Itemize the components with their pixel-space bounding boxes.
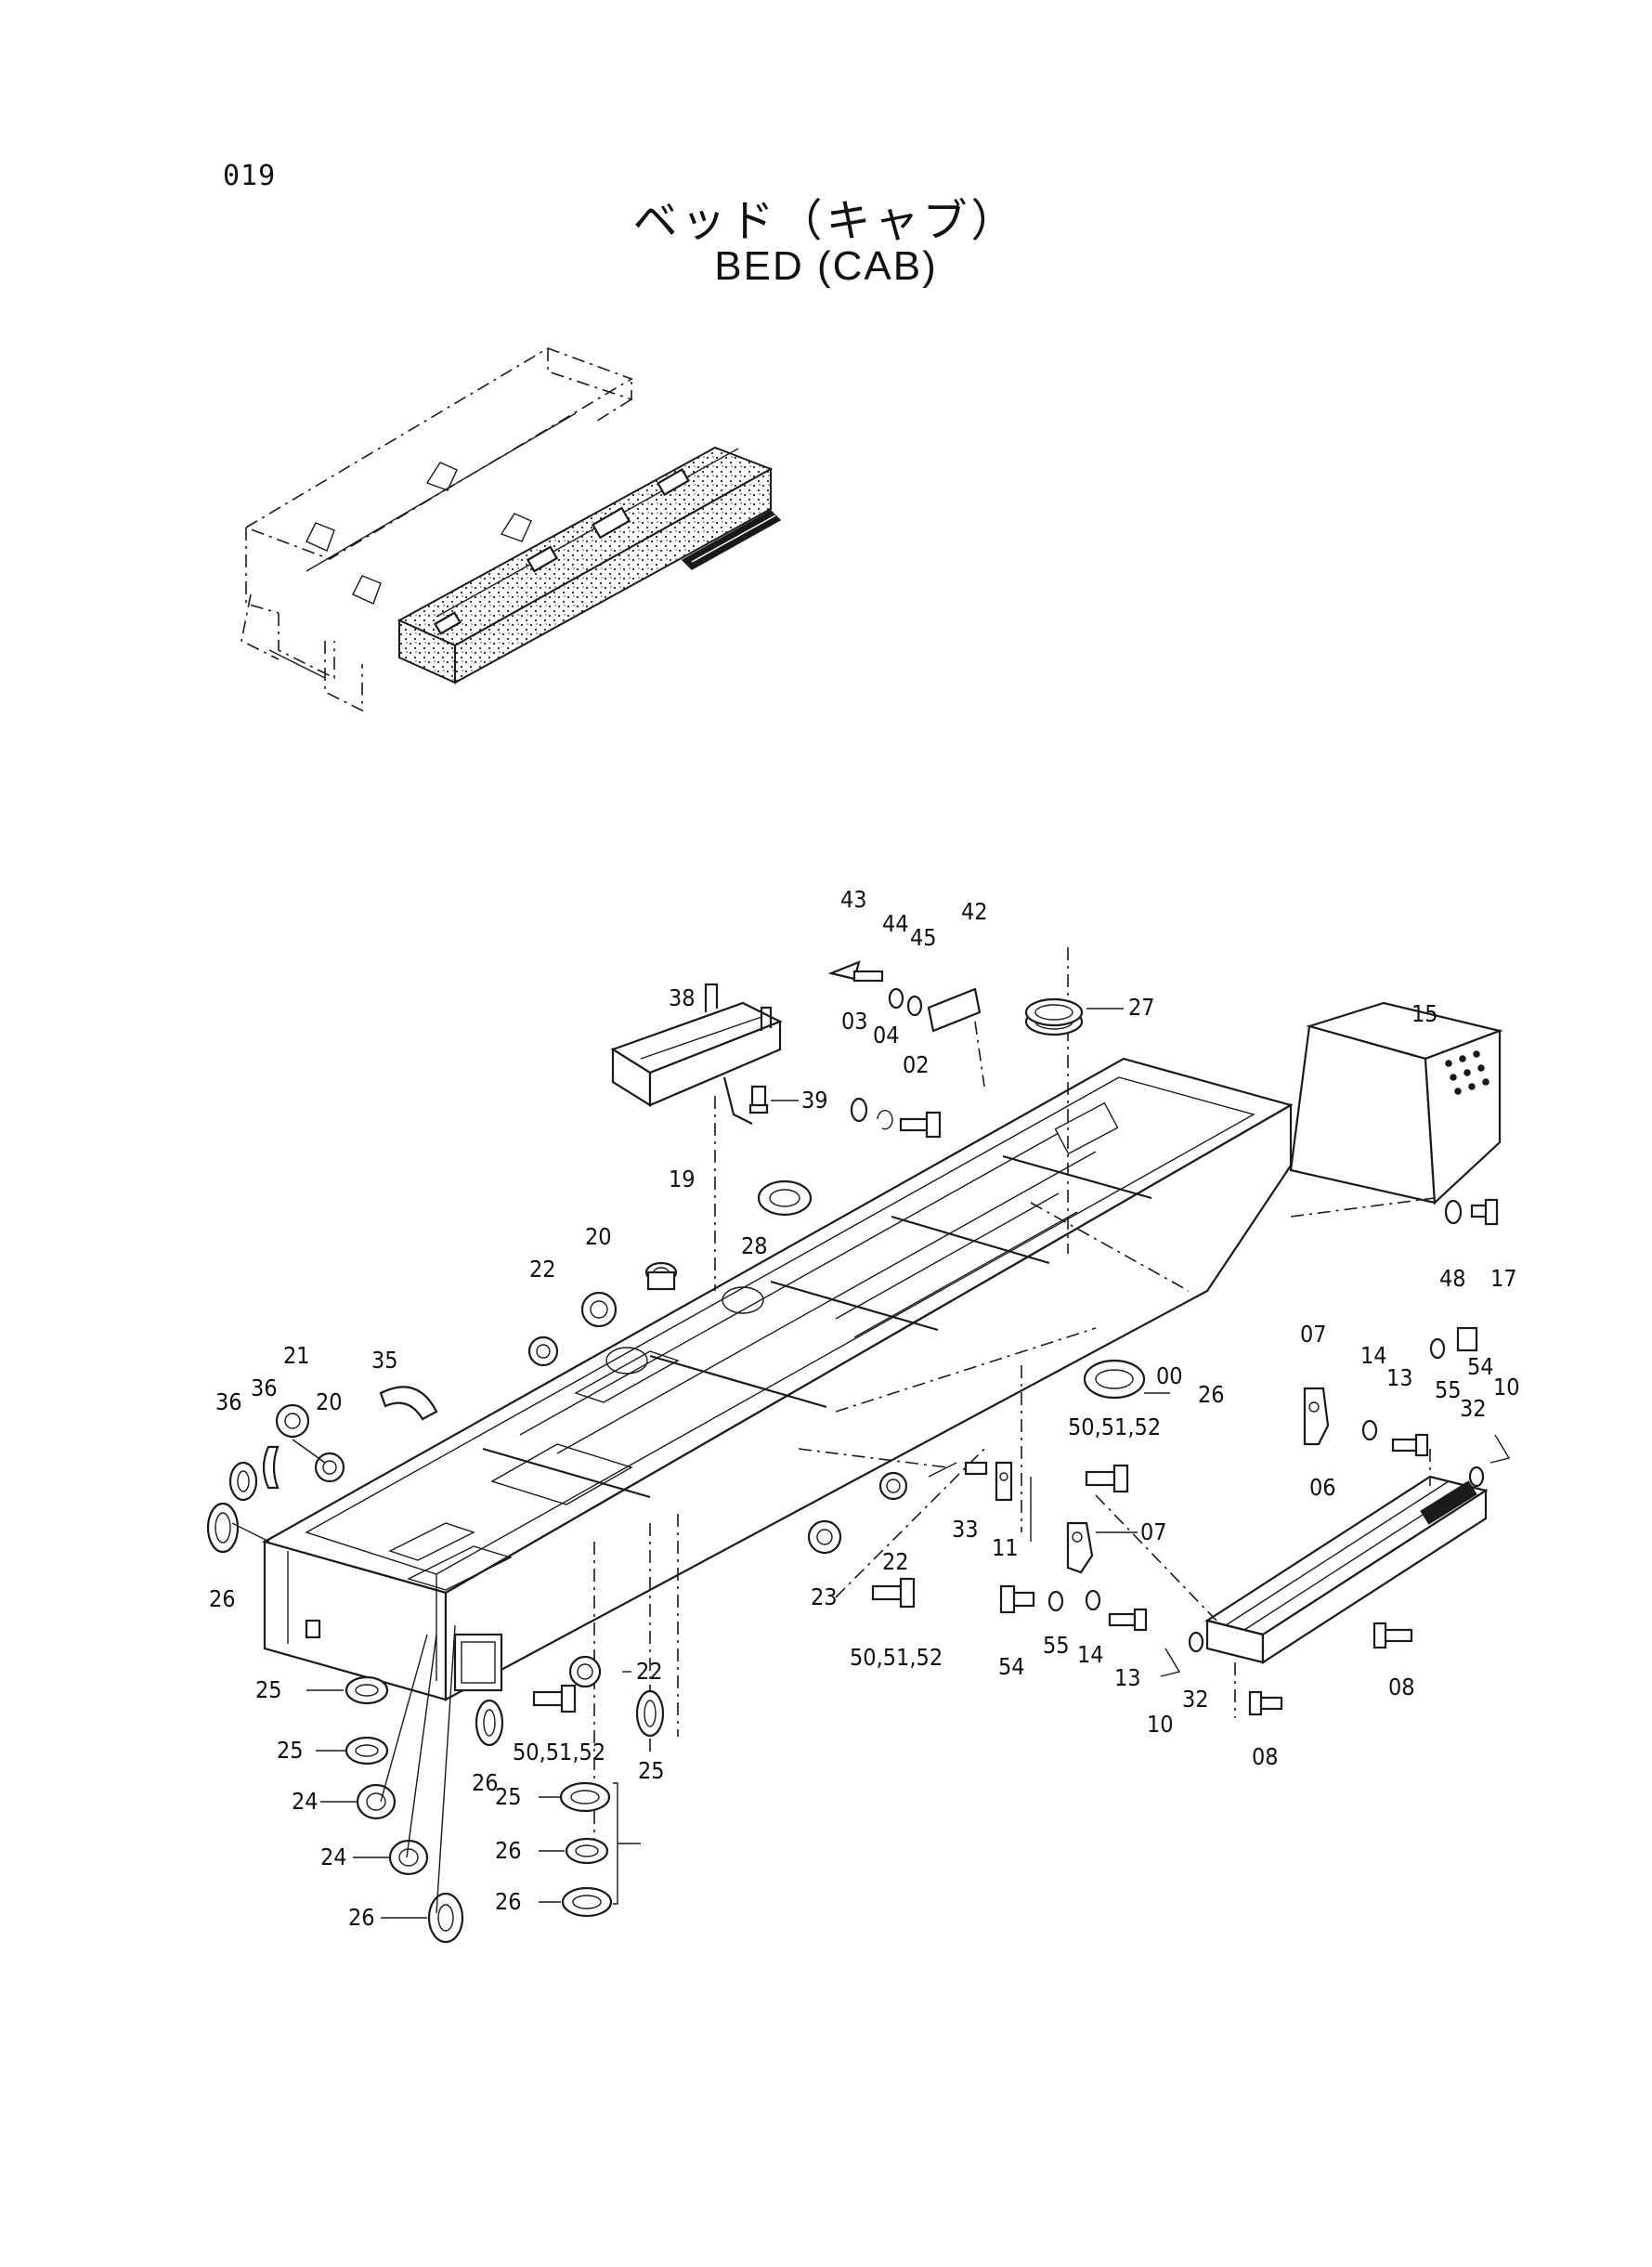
callout-25-b: 25 bbox=[638, 1757, 665, 1784]
side-cover bbox=[1289, 1001, 1503, 1218]
callout-13-upper: 13 bbox=[1386, 1364, 1413, 1391]
callout-38: 38 bbox=[669, 984, 696, 1011]
callout-54-lower: 54 bbox=[998, 1653, 1025, 1680]
callout-11: 11 bbox=[992, 1534, 1019, 1561]
fasteners bbox=[532, 960, 1511, 1716]
callout-45: 45 bbox=[910, 924, 937, 951]
callout-36-b: 36 bbox=[251, 1375, 278, 1401]
callout-26-bottom-left: 26 bbox=[348, 1904, 375, 1931]
callout-42: 42 bbox=[961, 898, 988, 925]
callout-55-upper: 55 bbox=[1435, 1376, 1462, 1403]
callout-02: 02 bbox=[903, 1051, 930, 1078]
callout-00: 00 bbox=[1156, 1362, 1183, 1389]
callout-22-upper: 22 bbox=[529, 1256, 556, 1283]
callout-25-c: 25 bbox=[277, 1737, 304, 1764]
callout-07-upper: 07 bbox=[1300, 1321, 1327, 1348]
callout-20-lower: 20 bbox=[316, 1388, 343, 1415]
callout-36-a: 36 bbox=[215, 1388, 242, 1415]
title-english: BED (CAB) bbox=[714, 243, 938, 289]
callout-26-left: 26 bbox=[209, 1585, 236, 1612]
callout-13-lower: 13 bbox=[1114, 1664, 1141, 1691]
callout-07-lower: 07 bbox=[1140, 1518, 1167, 1545]
callout-55-lower: 55 bbox=[1043, 1632, 1070, 1659]
leader-lines bbox=[231, 1008, 1170, 1919]
callout-32-upper: 32 bbox=[1460, 1395, 1487, 1422]
step-plate bbox=[1095, 1449, 1489, 1718]
callout-06: 06 bbox=[1309, 1474, 1336, 1501]
page-number: 019 bbox=[223, 160, 277, 192]
title-japanese: ベッド（キャブ） bbox=[632, 195, 1020, 247]
callout-39: 39 bbox=[801, 1087, 828, 1114]
callout-22-lower: 22 bbox=[636, 1658, 663, 1685]
callout-32-lower: 32 bbox=[1182, 1686, 1209, 1713]
callout-08-upper: 08 bbox=[1388, 1674, 1415, 1700]
callout-labels: 43 44 45 42 27 38 03 04 02 15 39 19 28 4… bbox=[209, 886, 1520, 1931]
callout-17: 17 bbox=[1490, 1265, 1517, 1292]
callout-25-a: 25 bbox=[255, 1676, 282, 1703]
callout-48: 48 bbox=[1439, 1265, 1466, 1292]
callout-10-lower: 10 bbox=[1147, 1711, 1174, 1738]
callout-33: 33 bbox=[952, 1516, 979, 1543]
callout-54-upper: 54 bbox=[1467, 1353, 1494, 1380]
callout-25-stack-mid: 26 bbox=[495, 1837, 522, 1864]
callout-24-a: 24 bbox=[292, 1788, 319, 1815]
callout-26-stack-top: 25 bbox=[495, 1783, 522, 1810]
callout-19: 19 bbox=[669, 1166, 696, 1192]
callout-26-lower-mid: 26 bbox=[472, 1769, 499, 1796]
grommets bbox=[206, 997, 1146, 1944]
step-brackets bbox=[995, 1387, 1330, 1574]
callout-08-lower: 08 bbox=[1252, 1743, 1279, 1770]
callout-28: 28 bbox=[741, 1232, 768, 1259]
callout-14-lower: 14 bbox=[1077, 1641, 1104, 1668]
callout-43: 43 bbox=[840, 886, 867, 913]
callout-27: 27 bbox=[1128, 994, 1155, 1021]
callout-26-right: 26 bbox=[1198, 1381, 1225, 1408]
callout-14-upper: 14 bbox=[1360, 1342, 1387, 1369]
callout-26-stack-bottom: 26 bbox=[495, 1888, 522, 1915]
callout-04: 04 bbox=[873, 1022, 900, 1049]
callout-50-51-52-lower: 50,51,52 bbox=[513, 1739, 605, 1765]
callout-15: 15 bbox=[1411, 1000, 1438, 1027]
callout-23: 23 bbox=[811, 1583, 838, 1610]
callout-21: 21 bbox=[283, 1342, 310, 1369]
callout-22-mid: 22 bbox=[882, 1548, 909, 1575]
seat-stand-bracket bbox=[610, 983, 783, 1291]
callout-50-51-52-mid: 50,51,52 bbox=[850, 1644, 943, 1671]
callout-50-51-52-upper: 50,51,52 bbox=[1068, 1414, 1161, 1440]
callout-10-upper: 10 bbox=[1493, 1374, 1520, 1401]
callout-24-b: 24 bbox=[320, 1844, 347, 1870]
callout-35: 35 bbox=[371, 1347, 398, 1374]
callout-20-upper: 20 bbox=[585, 1223, 612, 1250]
callout-03: 03 bbox=[841, 1008, 868, 1035]
main-bed-frame bbox=[262, 947, 1294, 1839]
callout-44: 44 bbox=[882, 910, 909, 937]
overview-frame-illustration bbox=[241, 347, 782, 712]
